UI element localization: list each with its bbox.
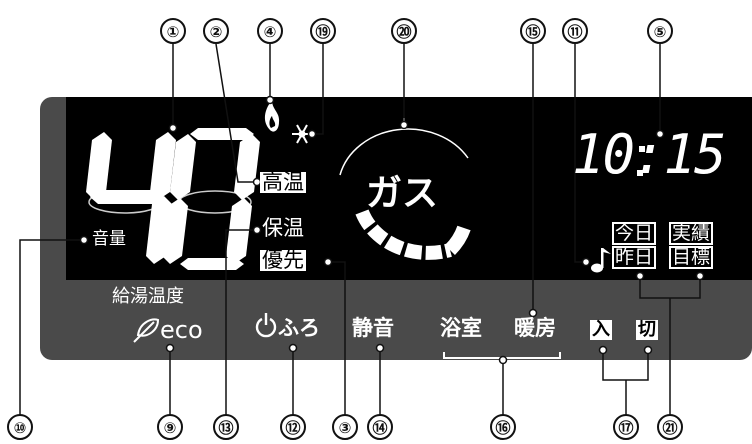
callout-10: ⑩ [7, 414, 33, 440]
callout-5: ⑤ [647, 18, 673, 44]
volume-label: 音量 [92, 229, 126, 249]
on-button[interactable]: 入 [590, 319, 612, 340]
callout-2: ② [203, 18, 229, 44]
flame-icon [264, 100, 280, 132]
callout-19: ⑲ [310, 18, 336, 44]
priority-label: 優先 [260, 248, 306, 272]
gas-label: ガス [366, 173, 439, 214]
actual-label: 実績 [669, 222, 714, 245]
heating-button[interactable]: 暖房 [514, 316, 556, 340]
callout-11: ⑪ [562, 18, 588, 44]
callout-20: ⑳ [391, 18, 417, 44]
music-note-icon [591, 248, 611, 273]
leader-lines [19, 43, 705, 422]
callout-21: ㉑ [657, 414, 683, 440]
bath-temp-label: 給湯温度 [112, 286, 184, 307]
furo-button[interactable]: ふろ [278, 316, 320, 340]
quiet-button[interactable]: 静音 [352, 316, 394, 340]
callout-16: ⑯ [490, 414, 516, 440]
bathroom-button[interactable]: 浴室 [440, 316, 482, 340]
keep-warm-label: 保温 [262, 216, 304, 240]
today-label: 今日 [612, 222, 657, 245]
gas-gauge [339, 128, 471, 260]
callout-15: ⑮ [520, 18, 546, 44]
clock-colon [637, 146, 645, 176]
callout-13: ⑬ [213, 414, 239, 440]
eco-button[interactable]: eco [160, 316, 203, 344]
callout-3: ③ [332, 414, 358, 440]
callout-17: ⑰ [613, 414, 639, 440]
yesterday-label: 昨日 [612, 246, 657, 269]
clock-readout: 10:15 [572, 123, 727, 186]
off-button[interactable]: 切 [636, 319, 658, 340]
callout-1: ① [160, 18, 186, 44]
target-label: 目標 [669, 246, 714, 269]
callout-4: ④ [257, 18, 283, 44]
callout-14: ⑭ [367, 414, 393, 440]
callout-9: ⑨ [157, 414, 183, 440]
high-temp-label: 高温 [260, 170, 306, 194]
timer-icon [255, 313, 277, 338]
leaf-icon [133, 318, 160, 343]
callout-12: ⑫ [280, 414, 306, 440]
